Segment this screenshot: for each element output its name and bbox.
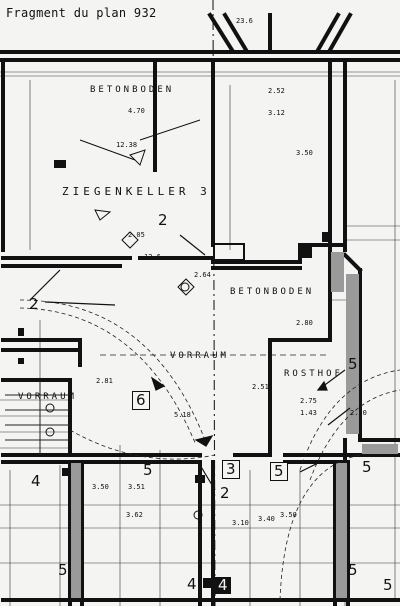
dimension-label: 3.62 <box>126 511 143 519</box>
room-label: VORRAUM <box>18 392 77 402</box>
dimension-label: 2.52 <box>268 87 285 95</box>
dimension-label: 3.50 <box>296 149 313 157</box>
dimension-label: 5.18 <box>174 411 191 419</box>
zone-label: 4 <box>215 577 231 594</box>
dimension-label: 3.51 <box>128 483 145 491</box>
zone-label: 3 <box>222 460 240 479</box>
wall-hatching <box>71 252 398 598</box>
dimension-label: 3.12 <box>268 109 285 117</box>
zone-label: 2 <box>220 484 230 502</box>
zone-label: 4 <box>31 472 41 490</box>
structural-blocks <box>18 160 332 588</box>
dimension-label: 2.75 <box>300 397 317 405</box>
stair-treads <box>5 380 70 455</box>
zone-label: 5 <box>348 561 358 579</box>
dimension-label: 3.10 <box>232 519 249 527</box>
dimension-label: 4.70 <box>128 107 145 115</box>
zone-label: 2 <box>29 295 39 313</box>
direction-arrows <box>29 234 351 491</box>
room-label: ROSTHOF <box>284 369 343 379</box>
zone-label: 5 <box>58 561 68 579</box>
zone-label: 5 <box>362 458 372 476</box>
dimension-label: 2.20 <box>350 409 367 417</box>
dimension-label: 3.50 <box>92 483 109 491</box>
dimension-label: 2.64 <box>194 271 211 279</box>
zone-label: 5 <box>348 355 358 373</box>
zone-label: 5 <box>383 576 393 594</box>
zone-label: 2 <box>158 211 168 229</box>
dimension-label: 12.6 <box>144 253 161 261</box>
niche <box>213 243 245 261</box>
dimension-label: 3.40 <box>258 515 275 523</box>
dimension-label: 12.38 <box>116 141 138 149</box>
dimension-label: 1.43 <box>300 409 317 417</box>
dimension-label: 2.51 <box>252 383 269 391</box>
room-label: BETONBODEN <box>90 85 175 95</box>
dimension-label: 2.05 <box>128 231 145 239</box>
zone-label: 5 <box>143 461 153 479</box>
symbols <box>45 119 231 520</box>
dimension-label: 2.81 <box>96 377 113 385</box>
zone-label: 4 <box>187 575 197 593</box>
room-label: ZIEGENKELLER 3 <box>62 185 211 198</box>
dimension-label: 23.6 <box>236 17 253 25</box>
dimension-label: 3.50 <box>280 511 297 519</box>
zone-label: 6 <box>132 391 150 410</box>
walls <box>0 12 400 606</box>
zone-label: 5 <box>270 462 288 481</box>
room-label: BETONBODEN <box>230 287 315 297</box>
dimension-label: 2.80 <box>296 319 313 327</box>
figure-caption: Fragment du plan 932 <box>4 6 159 20</box>
room-label: VORRAUM <box>170 351 229 361</box>
